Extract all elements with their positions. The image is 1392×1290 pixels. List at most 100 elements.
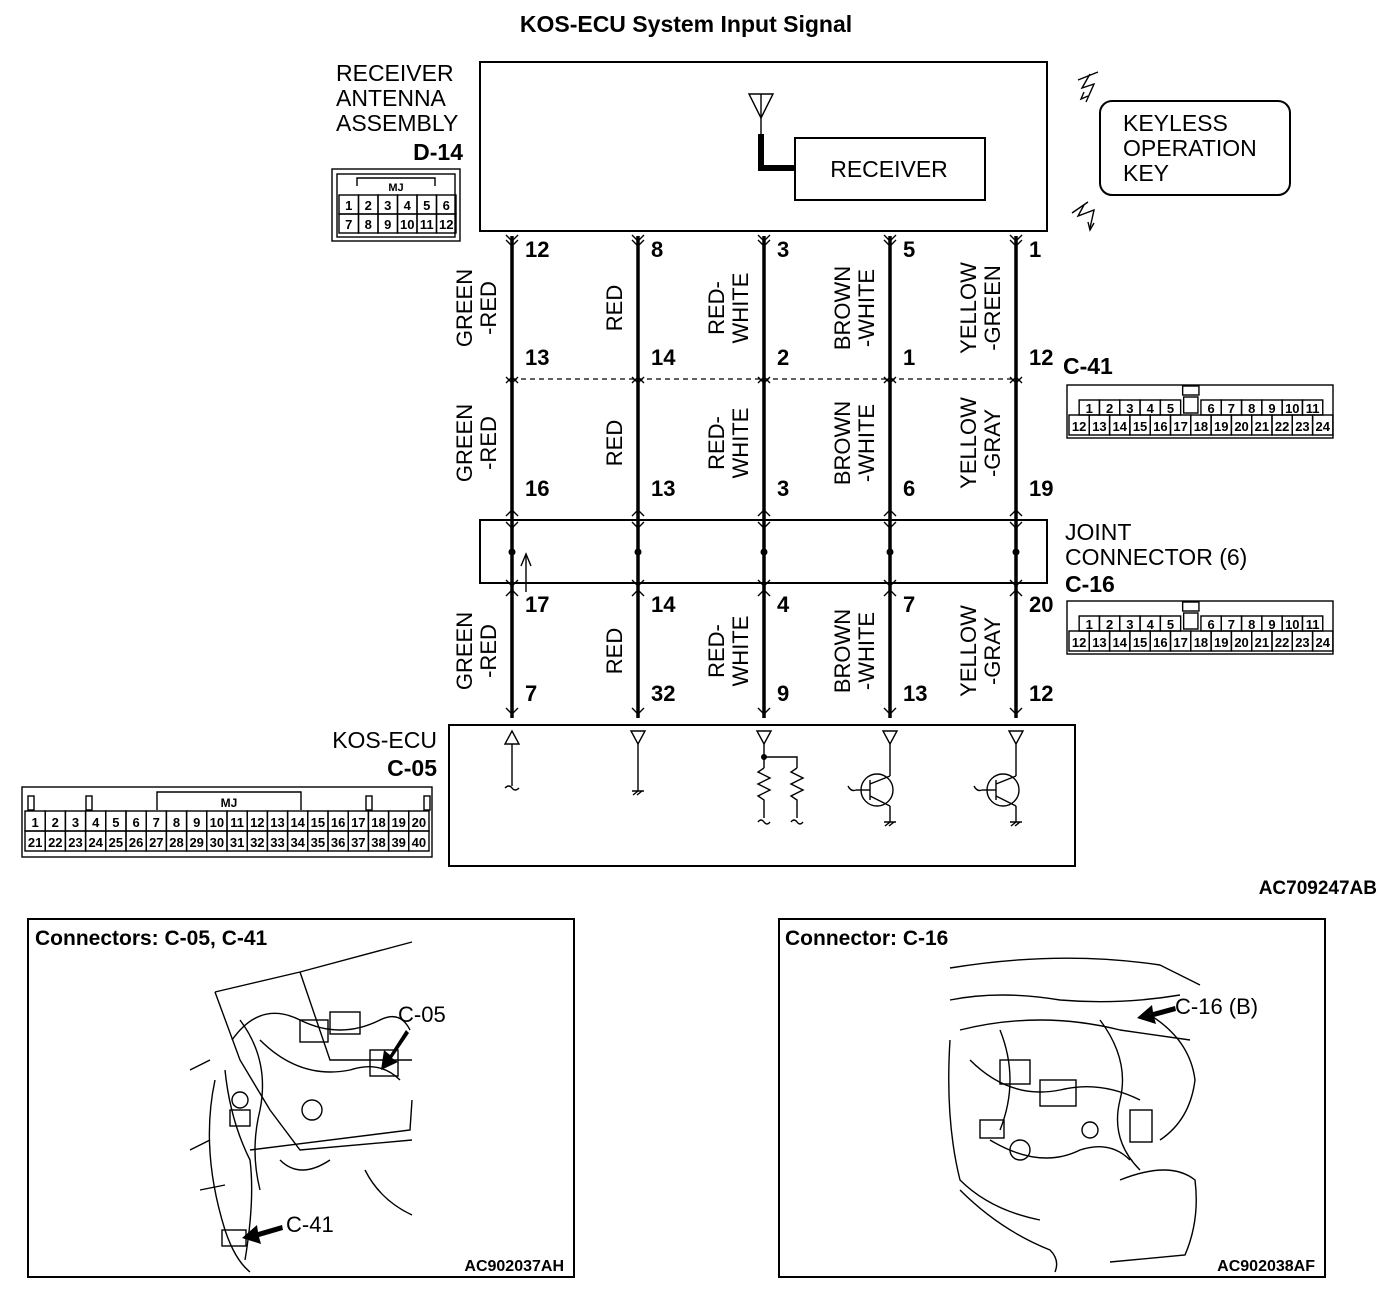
wire-color-label: -GRAY [980,409,1005,477]
wire-chevron [631,509,645,517]
wire-color-label: WHITE [728,273,753,344]
pin-label: 13 [1092,419,1106,434]
pin-label: 10 [210,815,224,830]
ecu-internal-circuits [503,729,1025,827]
joint-dot [1012,548,1020,556]
pin-number: 9 [777,681,789,706]
pin-label: 1 [31,815,38,830]
keyless-key-label-2: OPERATION [1123,135,1257,161]
pin-label: 22 [1275,635,1289,650]
pin-label: 30 [210,835,224,850]
wire-chevron [1009,239,1023,247]
pin-label: 34 [290,835,305,850]
pin-label: 3 [1126,401,1133,416]
pin-label: 5 [112,815,119,830]
wire-chevron [1009,376,1023,384]
pin-label: 8 [365,217,372,232]
wire-color-label: BROWN [830,401,855,485]
wire-chevron [757,509,771,517]
pin-cell [408,830,430,852]
connector-key [1182,612,1199,630]
pin-label: 2 [52,815,59,830]
pin-label: 40 [412,835,426,850]
receiver-connector-id: D-14 [413,139,463,165]
pin-label: 27 [149,835,163,850]
pin-cell [1311,414,1334,436]
diagram-title: KOS-ECU System Input Signal [520,11,852,37]
pin-label: 7 [153,815,160,830]
wire-color-label: RED- [704,624,729,678]
wire-color-label: GREEN [452,612,477,690]
wire-chevron [631,239,645,247]
panel-right-title: Connector: C-16 [785,927,948,950]
pin-label: 18 [1194,635,1208,650]
c05-badge: MJ [221,796,238,810]
wire-color-label: -WHITE [854,269,879,347]
pin-label: 26 [129,835,143,850]
pin-label: 15 [1133,419,1147,434]
pin-label: 19 [1214,635,1228,650]
pin-label: 23 [1295,419,1309,434]
pin-label: 32 [250,835,264,850]
pin-label: 10 [1285,401,1299,416]
pin-label: 2 [365,198,372,213]
pin-label: 7 [1228,401,1235,416]
wire-chevron [883,509,897,517]
wire-color-label: -RED [476,416,501,470]
panel-left-label-c05: C-05 [398,1002,446,1027]
kos-ecu-label: KOS-ECU [332,727,437,753]
pin-label: 20 [1234,419,1248,434]
wire-color-label: -RED [476,624,501,678]
d14-badge: MJ [388,182,403,194]
pin-label: 16 [1153,635,1167,650]
pin-number: 16 [525,476,549,501]
panel-left-code: AC902037AH [464,1258,564,1275]
pin-number: 13 [651,476,675,501]
pin-number: 5 [903,237,915,262]
wire-color-label: RED [602,420,627,466]
joint-dot [508,548,516,556]
pin-label: 20 [412,815,426,830]
pin-label: 9 [1268,401,1275,416]
pin-label: 29 [189,835,203,850]
pin-number: 1 [1029,237,1041,262]
wire-chevron [505,234,519,242]
pin-label: 17 [351,815,365,830]
pin-label: 36 [331,835,345,850]
joint-dot [634,548,642,556]
wire-color-label: YELLOW [956,397,981,489]
wire-chevron [505,239,519,247]
wire-chevron [757,234,771,242]
pin-number: 4 [777,592,790,617]
connector-latch [1181,601,1200,612]
panel-right-label-c16: C-16 (B) [1175,994,1258,1019]
wire-chevron [883,234,897,242]
wire-chevron [1009,707,1023,715]
pin-label: 24 [1316,419,1331,434]
wire-chevron [757,707,771,715]
wire-5: 112192012YELLOW-GREENYELLOW-GRAYYELLOW-G… [956,234,1053,718]
pin-label: 9 [1268,617,1275,632]
pin-number: 7 [903,592,915,617]
pin-number: 14 [651,592,676,617]
receiver-antenna-box [479,61,1048,232]
joint-connector-box [479,519,1048,584]
pin-cell [435,213,457,234]
pin-label: 16 [331,815,345,830]
wire-chevron [757,376,771,384]
joint-connector-id: C-16 [1065,571,1115,597]
connector-key [1182,396,1199,414]
pin-label: 4 [404,198,412,213]
pin-label: 21 [1255,635,1269,650]
pin-label: 2 [1106,617,1113,632]
pin-label: 22 [1275,419,1289,434]
wire-color-label: YELLOW [956,605,981,697]
pin-label: 2 [1106,401,1113,416]
pin-label: 1 [1086,617,1093,632]
pin-label: 5 [423,198,430,213]
pin-label: 14 [1113,419,1128,434]
